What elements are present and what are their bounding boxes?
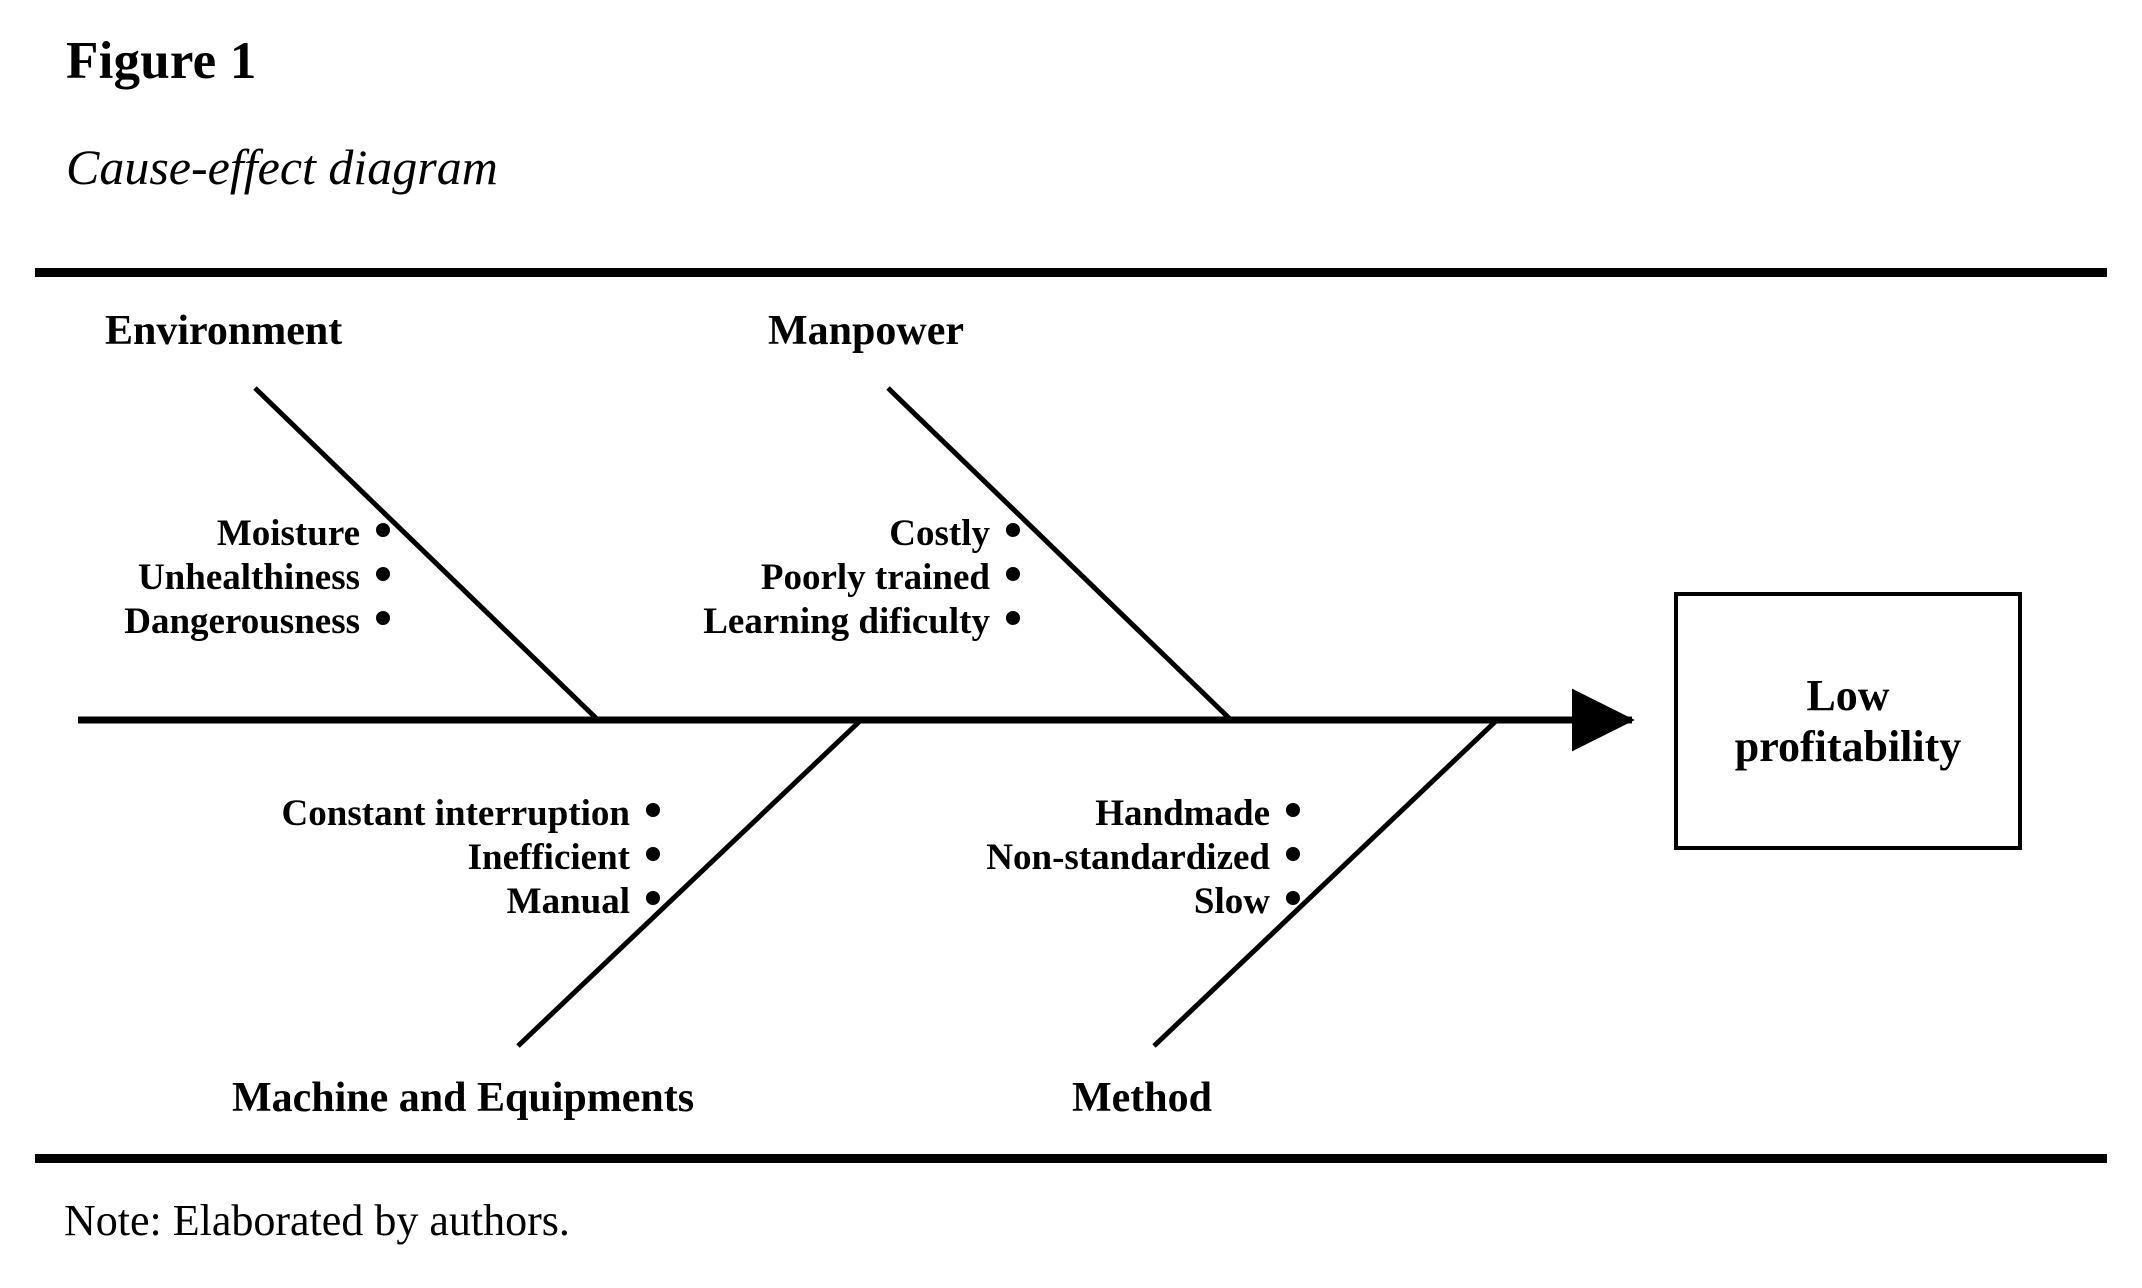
bullet-dot-icon [1286,803,1300,817]
bullet-dot-icon [1006,523,1020,537]
bullet-dot-icon [646,847,660,861]
cause-label: Costly [889,513,990,554]
bullet-dot-icon [646,803,660,817]
bullet-dot-icon [1006,611,1020,625]
cause-label: Handmade [1095,793,1270,834]
category-label-method: Method [1072,1075,1212,1121]
cause-label: Slow [1193,881,1270,922]
cause-label: Dangerousness [124,601,360,642]
effect-line-1: Low [1806,670,1890,720]
cause-item: Moisture [0,512,390,556]
bullet-dot-icon [376,567,390,581]
cause-label: Poorly trained [760,557,990,598]
cause-item: Slow [800,880,1300,924]
bullet-dot-icon [1286,847,1300,861]
cause-item: Costly [540,512,1020,556]
cause-list-method: Handmade Non-standardized Slow [800,792,1300,924]
cause-list-machine-and-equipments: Constant interruption Inefficient Manual [140,792,660,924]
cause-item: Dangerousness [0,600,390,644]
cause-label: Moisture [216,513,360,554]
cause-item: Non-standardized [800,836,1300,880]
cause-item: Inefficient [140,836,660,880]
category-label-machine-and-equipments: Machine and Equipments [232,1075,695,1121]
effect-box: Low profitability [1674,592,2022,850]
top-rule [35,268,2107,277]
cause-item: Learning dificulty [540,600,1020,644]
figure-label: Figure 1 [66,32,257,90]
cause-label: Inefficient [467,837,630,878]
figure-note: Note: Elaborated by authors. [64,1196,570,1245]
cause-label: Constant interruption [281,793,630,834]
effect-label: Low profitability [1735,670,1962,773]
category-label-environment: Environment [105,308,343,354]
cause-item: Handmade [800,792,1300,836]
bottom-rule [35,1154,2107,1163]
cause-label: Non-standardized [986,837,1270,878]
cause-item: Unhealthiness [0,556,390,600]
figure-caption: Cause-effect diagram [66,139,498,195]
effect-line-2: profitability [1734,722,1962,771]
cause-list-environment: Moisture Unhealthiness Dangerousness [0,512,390,644]
bullet-dot-icon [1286,891,1300,905]
bullet-dot-icon [646,891,660,905]
cause-list-manpower: Costly Poorly trained Learning dificulty [540,512,1020,644]
cause-label: Unhealthiness [137,557,360,598]
cause-item: Poorly trained [540,556,1020,600]
cause-item: Manual [140,880,660,924]
bullet-dot-icon [376,611,390,625]
cause-label: Learning dificulty [703,601,990,642]
cause-label: Manual [506,881,630,922]
category-label-manpower: Manpower [768,308,964,354]
cause-item: Constant interruption [140,792,660,836]
bullet-dot-icon [376,523,390,537]
bullet-dot-icon [1006,567,1020,581]
